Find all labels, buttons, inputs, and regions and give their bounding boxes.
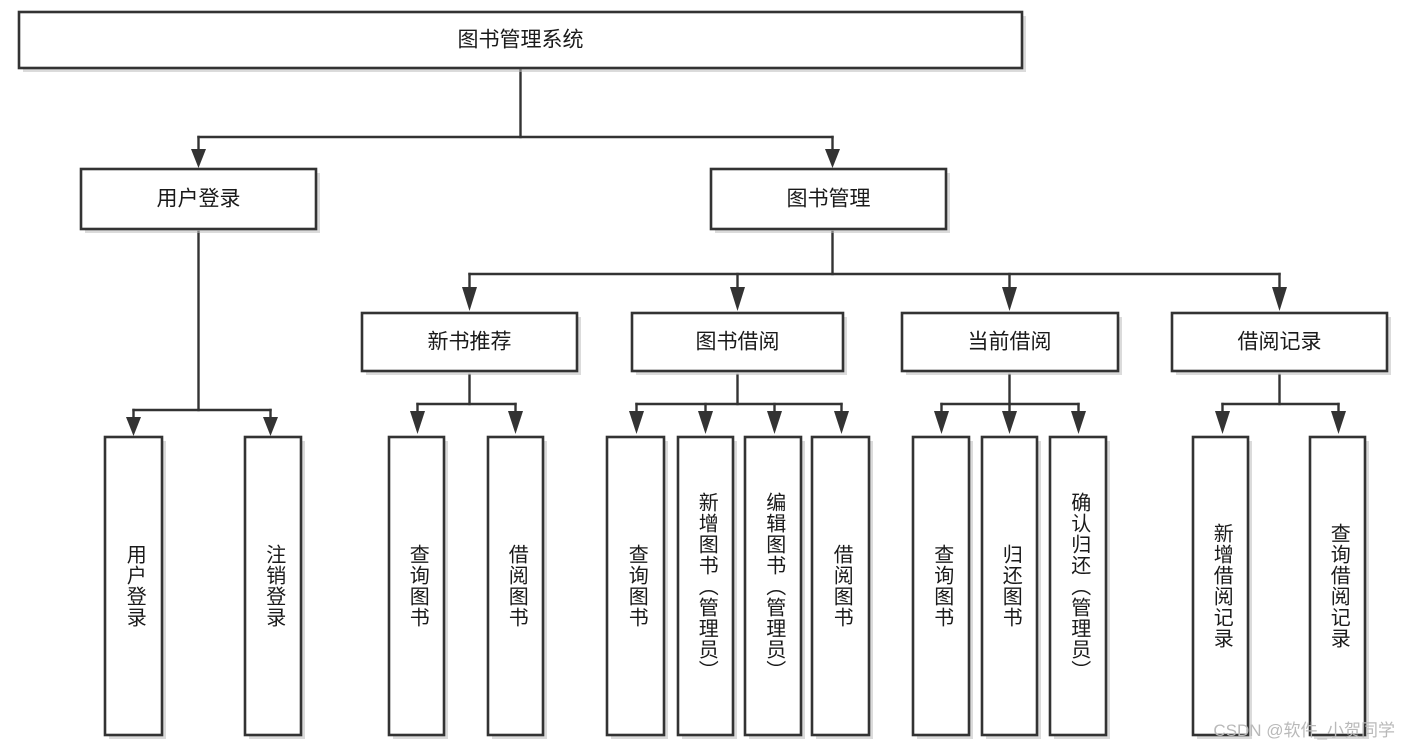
leaf-box[interactable] xyxy=(1191,435,1250,737)
leaf-label: 借阅图书 xyxy=(830,544,853,628)
arrow-leaf-edit-book-admin xyxy=(767,411,782,434)
current-borrow-box[interactable] xyxy=(900,311,1120,373)
leaf-box[interactable] xyxy=(676,435,735,737)
node-new-book-recommend[interactable]: 新书推荐 xyxy=(360,311,581,375)
leaf-box[interactable] xyxy=(911,435,971,737)
book-management-box[interactable] xyxy=(709,167,948,231)
new-book-recommend-box[interactable] xyxy=(360,311,579,373)
borrow-record-box[interactable] xyxy=(1170,311,1389,373)
leaf-node-query-book-1[interactable]: 查询图书 xyxy=(387,435,448,739)
leaf-box[interactable] xyxy=(243,435,303,737)
new-book-recommend-label: 新书推荐 xyxy=(428,331,512,354)
arrow-leaf-add-borrow-record xyxy=(1215,411,1230,434)
arrow-leaf-query-book-3 xyxy=(934,411,949,434)
book-management-label: 图书管理 xyxy=(787,188,871,211)
leaf-label: 编辑图书（管理员） xyxy=(762,491,785,681)
node-borrow-record[interactable]: 借阅记录 xyxy=(1170,311,1391,375)
leaf-node-borrow-book-1[interactable]: 借阅图书 xyxy=(486,435,547,739)
root-node-label: 图书管理系统 xyxy=(458,29,584,52)
leaf-label: 查询图书 xyxy=(625,544,648,628)
leaf-label: 新增借阅记录 xyxy=(1210,523,1233,649)
leaf-box[interactable] xyxy=(1308,435,1367,737)
arrow-leaf-logout-login xyxy=(263,417,278,436)
user-login-label: 用户登录 xyxy=(157,188,241,211)
leaf-box[interactable] xyxy=(980,435,1039,737)
arrow-leaf-add-book-admin xyxy=(698,411,713,434)
leaf-node-query-borrow-record[interactable]: 查询借阅记录 xyxy=(1308,435,1369,739)
leaf-node-query-book-2[interactable]: 查询图书 xyxy=(605,435,668,739)
leaf-label: 用户登录 xyxy=(123,544,146,628)
leaf-box[interactable] xyxy=(387,435,446,737)
arrow-leaf-user-login xyxy=(126,417,141,436)
leaf-label: 确认归还（管理员） xyxy=(1067,491,1090,681)
leaf-node-return-book[interactable]: 归还图书 xyxy=(980,435,1041,739)
leaf-box[interactable] xyxy=(810,435,871,737)
connector-layer xyxy=(126,66,1346,436)
leaf-node-user-login[interactable]: 用户登录 xyxy=(103,435,166,739)
root-node-box[interactable] xyxy=(17,10,1024,70)
leaf-node-logout-login[interactable]: 注销登录 xyxy=(243,435,305,739)
node-book-management[interactable]: 图书管理 xyxy=(709,167,950,233)
leaf-node-edit-book-admin[interactable]: 编辑图书（管理员） xyxy=(743,435,805,739)
arrow-leaf-query-borrow-record xyxy=(1331,411,1346,434)
leaf-node-query-book-3[interactable]: 查询图书 xyxy=(911,435,973,739)
arrow-to-borrow-record xyxy=(1272,287,1287,311)
leaf-box[interactable] xyxy=(1048,435,1108,737)
user-login-box[interactable] xyxy=(79,167,318,231)
arrow-leaf-confirm-return-admin xyxy=(1071,411,1086,434)
borrow-record-label: 借阅记录 xyxy=(1238,331,1322,354)
arrow-to-new-book-recommend xyxy=(462,287,477,311)
leaf-node-confirm-return-admin[interactable]: 确认归还（管理员） xyxy=(1048,435,1110,739)
leaf-label: 借阅图书 xyxy=(505,544,528,628)
arrow-root-to-bookmgmt xyxy=(825,149,840,168)
leaf-label: 查询借阅记录 xyxy=(1327,523,1350,649)
leaf-node-add-borrow-record[interactable]: 新增借阅记录 xyxy=(1191,435,1252,739)
book-borrow-box[interactable] xyxy=(630,311,845,373)
arrow-leaf-return-book xyxy=(1002,411,1017,434)
book-borrow-label: 图书借阅 xyxy=(696,331,780,354)
node-book-borrow[interactable]: 图书借阅 xyxy=(630,311,847,375)
leaf-node-add-book-admin[interactable]: 新增图书（管理员） xyxy=(676,435,737,739)
leaf-label: 查询图书 xyxy=(930,544,953,628)
leaf-label: 新增图书（管理员） xyxy=(695,491,718,681)
leaf-label: 注销登录 xyxy=(262,544,285,628)
leaf-box[interactable] xyxy=(605,435,666,737)
arrow-to-current-borrow xyxy=(1002,287,1017,311)
arrow-leaf-query-book-1 xyxy=(410,411,425,434)
leaf-box[interactable] xyxy=(743,435,803,737)
arrow-leaf-borrow-book-1 xyxy=(508,411,523,434)
leaf-box[interactable] xyxy=(103,435,164,737)
leaf-node-borrow-book-2[interactable]: 借阅图书 xyxy=(810,435,873,739)
leaf-label: 查询图书 xyxy=(406,544,429,628)
arrow-to-book-borrow xyxy=(730,287,745,311)
node-current-borrow[interactable]: 当前借阅 xyxy=(900,311,1122,375)
leaf-box[interactable] xyxy=(486,435,545,737)
arrow-leaf-query-book-2 xyxy=(629,411,644,434)
leaf-layer: 用户登录 注销登录 查询图书 借阅 xyxy=(103,435,1369,739)
current-borrow-label: 当前借阅 xyxy=(968,331,1052,354)
node-user-login[interactable]: 用户登录 xyxy=(79,167,320,233)
arrow-leaf-borrow-book-2 xyxy=(834,411,849,434)
arrow-root-to-userlogin xyxy=(191,149,206,168)
node-book-management-system[interactable]: 图书管理系统 xyxy=(17,10,1026,72)
leaf-label: 归还图书 xyxy=(999,544,1022,628)
